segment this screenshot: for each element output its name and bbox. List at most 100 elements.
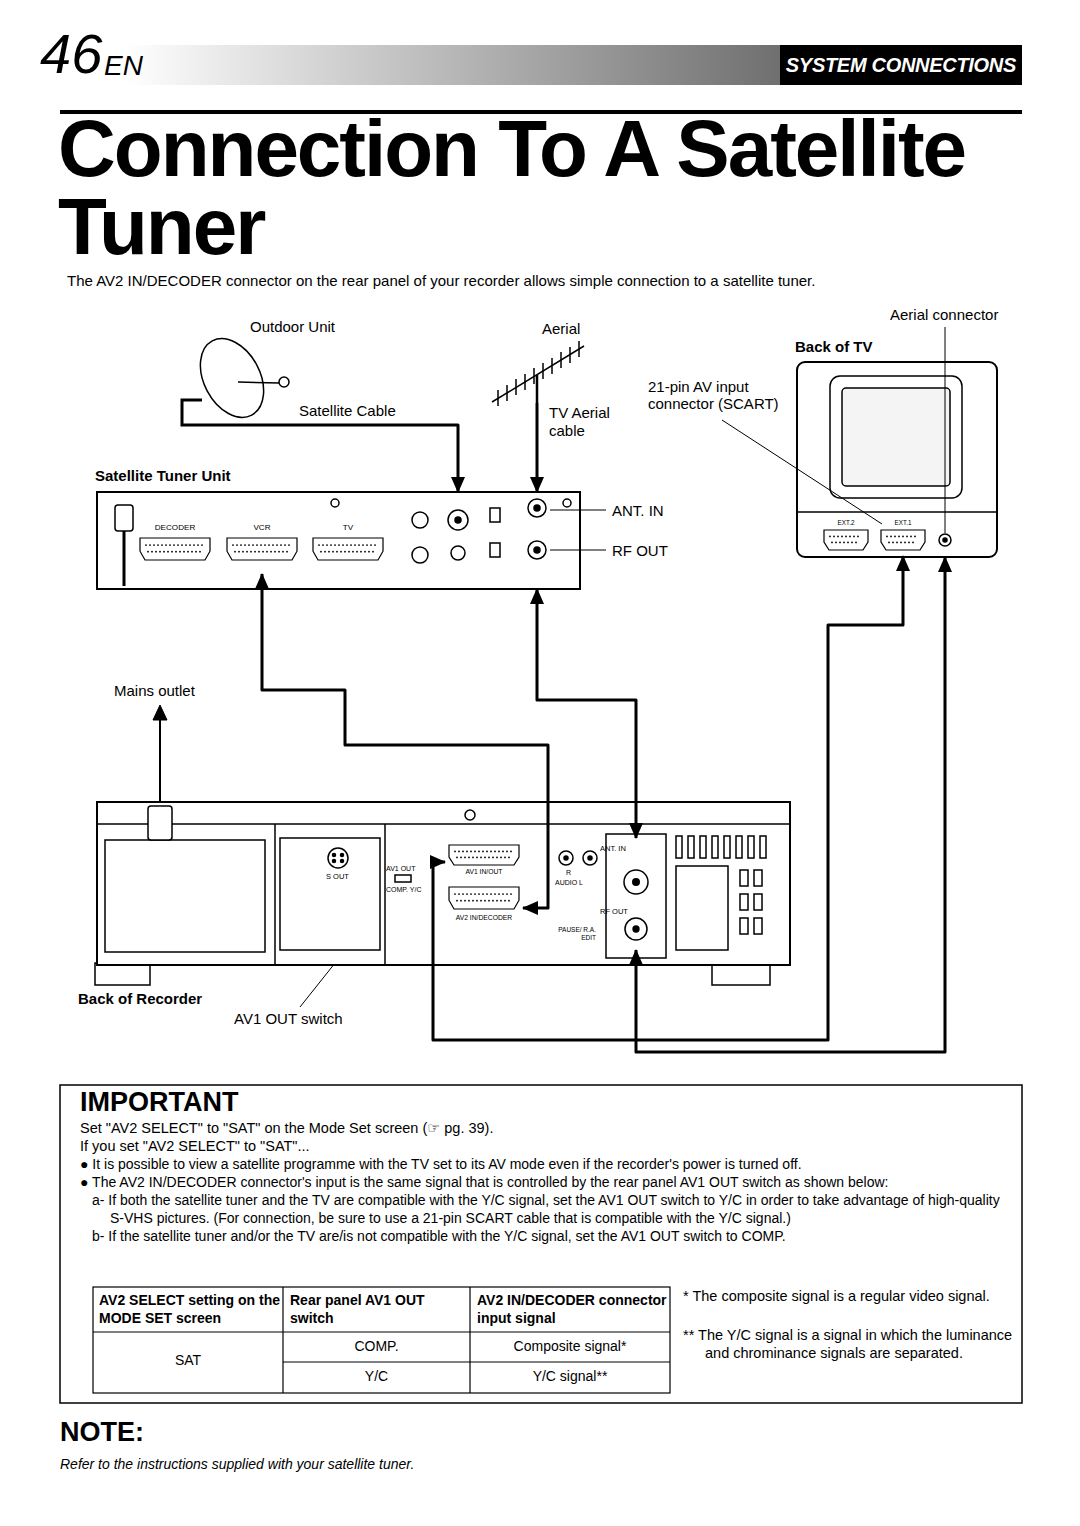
socket-detail [336, 551, 338, 553]
recorder-housing [748, 836, 754, 858]
socket-detail [236, 544, 238, 546]
sub-item: a- If both the satellite tuner and the T… [92, 1191, 1015, 1227]
cable [536, 403, 539, 492]
socket-detail [480, 857, 482, 859]
important-body: Set "AV2 SELECT" to "SAT" on the Mode Se… [80, 1119, 1015, 1245]
tv-aerial [492, 346, 584, 402]
socket-detail [284, 544, 286, 546]
tuner-housing [97, 492, 580, 589]
socket-detail [498, 893, 500, 895]
recorder-housing [588, 856, 592, 860]
socket-detail [358, 544, 360, 546]
socket-detail [466, 851, 468, 853]
recorder-housing [740, 870, 748, 886]
recorder-housing [148, 806, 172, 840]
recorder-housing [676, 836, 682, 858]
socket-detail [242, 551, 244, 553]
panel-marking: S OUT [326, 872, 349, 881]
socket-detail [197, 544, 199, 546]
socket-detail [348, 551, 350, 553]
device-box: Satellite Tuner UnitDECODERVCRTV [97, 492, 580, 589]
recorder-housing [754, 870, 762, 886]
port-label: EXT.1 [877, 519, 929, 527]
tuner-housing [490, 508, 500, 522]
leader-line [722, 420, 882, 524]
scart-socket [227, 538, 297, 560]
device-figure: Aerial [480, 318, 590, 403]
socket-detail [372, 551, 374, 553]
socket-detail [890, 536, 892, 538]
socket-detail [906, 536, 908, 538]
recorder-housing [333, 854, 336, 857]
recorder-housing [712, 836, 718, 858]
bullet-text: ● It is possible to view a satellite pro… [80, 1155, 1015, 1173]
table-header: AV2 SELECT setting on the MODE SET scree… [99, 1291, 281, 1327]
scart-socket [313, 538, 383, 560]
socket-detail [510, 851, 512, 853]
socket-detail [492, 900, 494, 902]
recorder-housing [341, 854, 344, 857]
recorder-housing [395, 875, 411, 882]
table-cell: Y/C [283, 1368, 470, 1385]
socket-detail [175, 551, 177, 553]
recorder-housing [341, 860, 344, 863]
socket-detail [464, 857, 466, 859]
device-label: Outdoor Unit [250, 318, 335, 336]
tv-housing [830, 376, 962, 498]
tv-aerial [533, 368, 535, 384]
tuner-housing [115, 505, 133, 531]
tuner-housing [534, 505, 540, 511]
socket-detail [149, 544, 151, 546]
socket-detail [199, 551, 201, 553]
socket-detail [851, 542, 853, 544]
scart-socket [140, 538, 210, 560]
socket-detail [843, 542, 845, 544]
connector-port: AV2 IN/DECODER [445, 885, 523, 931]
socket-detail [494, 893, 496, 895]
tv-housing [797, 362, 997, 557]
port-label: VCR [220, 523, 304, 533]
socket-detail [845, 536, 847, 538]
socket-detail [488, 857, 490, 859]
satellite-dish [279, 377, 289, 387]
tuner-housing [331, 499, 339, 507]
socket-detail [914, 536, 916, 538]
socket-detail [256, 544, 258, 546]
socket-detail [171, 551, 173, 553]
device-label: Back of Recorder [78, 990, 202, 1008]
tuner-housing [563, 499, 571, 507]
table-header: AV2 IN/DECODER connector input signal [477, 1291, 667, 1327]
socket-detail [161, 544, 163, 546]
scart-socket [824, 530, 868, 550]
recorder-housing [95, 963, 150, 985]
scart-socket [449, 887, 519, 909]
port-label: RF OUT [600, 907, 628, 916]
recorder-housing [760, 836, 766, 858]
socket-detail [370, 544, 372, 546]
socket-detail [244, 544, 246, 546]
body-text: If you set "AV2 SELECT" to "SAT"... [80, 1137, 1015, 1155]
socket-detail [458, 893, 460, 895]
tuner-housing [528, 499, 546, 517]
recorder-housing [754, 918, 762, 934]
port-label: TV [306, 523, 390, 533]
table-cell: COMP. [283, 1338, 470, 1355]
connector-port: ANT. IN [600, 838, 660, 900]
callout-label: 21-pin AV input connector (SCART) [648, 378, 798, 412]
socket-detail [189, 544, 191, 546]
socket-detail [494, 851, 496, 853]
socket-detail [163, 551, 165, 553]
socket-detail [910, 536, 912, 538]
leader-line [550, 550, 606, 551]
socket-detail [157, 544, 159, 546]
socket-detail [330, 544, 332, 546]
socket-detail [490, 893, 492, 895]
socket-detail [320, 551, 322, 553]
tuner-housing [123, 531, 126, 586]
page-number: 46 [40, 26, 102, 82]
recorder-housing [754, 894, 762, 910]
socket-detail [498, 851, 500, 853]
socket-detail [460, 900, 462, 902]
tv-housing [797, 362, 997, 557]
recorder-housing [700, 836, 706, 858]
